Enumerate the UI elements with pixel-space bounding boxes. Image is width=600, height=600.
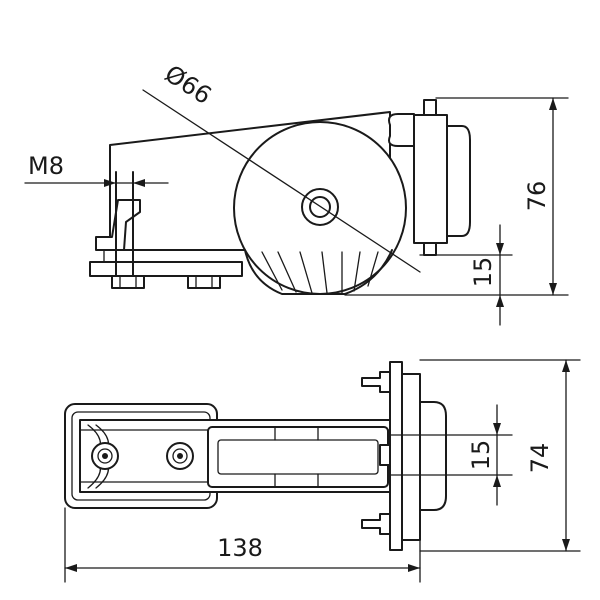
side-base-plate bbox=[89, 261, 243, 277]
top-view: 74 15 138 bbox=[64, 359, 581, 583]
side-view: Ø66 M8 76 bbox=[24, 60, 569, 326]
length-label: 138 bbox=[217, 534, 263, 562]
side-clamp bbox=[95, 199, 141, 251]
side-nut-left bbox=[111, 275, 145, 289]
side-nut-right bbox=[187, 275, 221, 289]
thread-label: M8 bbox=[28, 152, 64, 180]
top-wheel bbox=[207, 426, 389, 488]
top-mounting-head bbox=[361, 361, 447, 551]
diameter-leader-line bbox=[142, 89, 421, 273]
diameter-label-group: Ø66 bbox=[160, 60, 217, 110]
side-offset-label: 15 bbox=[469, 257, 497, 288]
top-offset-label: 15 bbox=[467, 440, 495, 471]
side-mounting-head bbox=[388, 99, 471, 256]
diameter-label: Ø66 bbox=[160, 60, 217, 110]
top-bolt-right bbox=[166, 442, 194, 470]
top-bolt-left bbox=[91, 442, 119, 470]
height-label: 76 bbox=[523, 181, 551, 212]
width-label: 74 bbox=[526, 443, 554, 474]
